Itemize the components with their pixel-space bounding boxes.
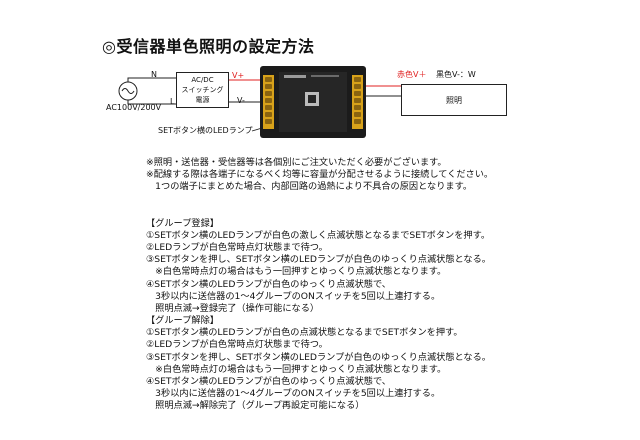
led-lamp-label: SETボタン横のLEDランプ bbox=[158, 126, 253, 135]
instructions: ※照明・送信器・受信器等は各個別にご注文いただく必要がございます。 ※配線する際… bbox=[146, 157, 626, 413]
release-step: ③SETボタンを押し、SETボタン横のLEDランプが白色のゆっくり点滅状態となる… bbox=[146, 351, 491, 363]
register-step: 照明点滅→登録完了（操作可能になる） bbox=[146, 302, 320, 314]
release-heading: 【グループ解除】 bbox=[146, 315, 219, 327]
note-line: 1つの端子にまとめた場合、内部回路の過熱により不具合の原因となります。 bbox=[146, 181, 473, 193]
n-label: N bbox=[151, 70, 157, 79]
release-step: ②LEDランプが白色常時点灯状態まで待つ。 bbox=[146, 339, 328, 351]
wire-n bbox=[127, 77, 176, 82]
page-title: ◎受信器単色照明の設定方法 bbox=[102, 37, 315, 56]
ac-wave-icon bbox=[121, 88, 135, 94]
register-step: ①SETボタン横のLEDランプが白色の激しく点滅状態となるまでSETボタンを押す… bbox=[146, 229, 491, 241]
red-wire-label: 赤色V＋ bbox=[397, 70, 427, 79]
psu-line3: 電源 bbox=[195, 96, 210, 104]
vminus-label: V- bbox=[237, 96, 245, 105]
psu-line1: AC/DC bbox=[191, 76, 214, 84]
psu-line2: スイッチング bbox=[181, 86, 224, 94]
note-line: ※照明・送信器・受信器等は各個別にご注文いただく必要がございます。 bbox=[146, 157, 447, 168]
register-step: ④SETボタン横のLEDランプが白色のゆっくり点滅状態で、 bbox=[146, 278, 391, 290]
release-step: 3秒以内に送信器の1～4グループのONスイッチを5回以上連打する。 bbox=[146, 388, 441, 400]
lamp-box: 照明 bbox=[401, 84, 507, 116]
register-step: ③SETボタンを押し、SETボタン横のLEDランプが白色のゆっくり点滅状態となる… bbox=[146, 254, 491, 266]
input-terminal-block bbox=[263, 75, 274, 129]
lamp-label: 照明 bbox=[446, 95, 462, 105]
vplus-label: V+ bbox=[232, 71, 245, 80]
receiver-device bbox=[260, 66, 366, 138]
release-step: ①SETボタン横のLEDランプが白色の点滅状態となるまでSETボタンを押す。 bbox=[146, 327, 463, 339]
power-supply-box: AC/DC スイッチング 電源 bbox=[176, 72, 229, 108]
black-wire-label: 黒色V-：W bbox=[436, 70, 476, 79]
receiver-panel bbox=[279, 72, 347, 132]
register-step: ②LEDランプが白色常時点灯状態まで待つ。 bbox=[146, 241, 328, 253]
release-step: ※白色常時点灯の場合はもう一回押すとゆっくり点滅状態となります。 bbox=[146, 363, 447, 375]
register-step: ※白色常時点灯の場合はもう一回押すとゆっくり点滅状態となります。 bbox=[146, 266, 447, 278]
ac-voltage-label: AC100V/200V bbox=[106, 103, 162, 112]
wire-l bbox=[127, 100, 176, 105]
register-step: 3秒以内に送信器の1～4グループのONスイッチを5回以上連打する。 bbox=[146, 290, 441, 302]
release-step: 照明点滅→解除完了（グループ再設定可能になる） bbox=[146, 400, 365, 412]
brand-logo bbox=[284, 75, 306, 78]
note-line: ※配線する際は各端子になるべく均等に容量が分配させるように接続してください。 bbox=[146, 169, 494, 181]
release-step: ④SETボタン横のLEDランプが白色のゆっくり点滅状態で、 bbox=[146, 376, 391, 387]
qr-code-icon bbox=[305, 92, 319, 106]
register-heading: 【グループ登録】 bbox=[146, 217, 219, 229]
output-terminal-block bbox=[352, 75, 363, 129]
l-label: L bbox=[170, 97, 175, 106]
